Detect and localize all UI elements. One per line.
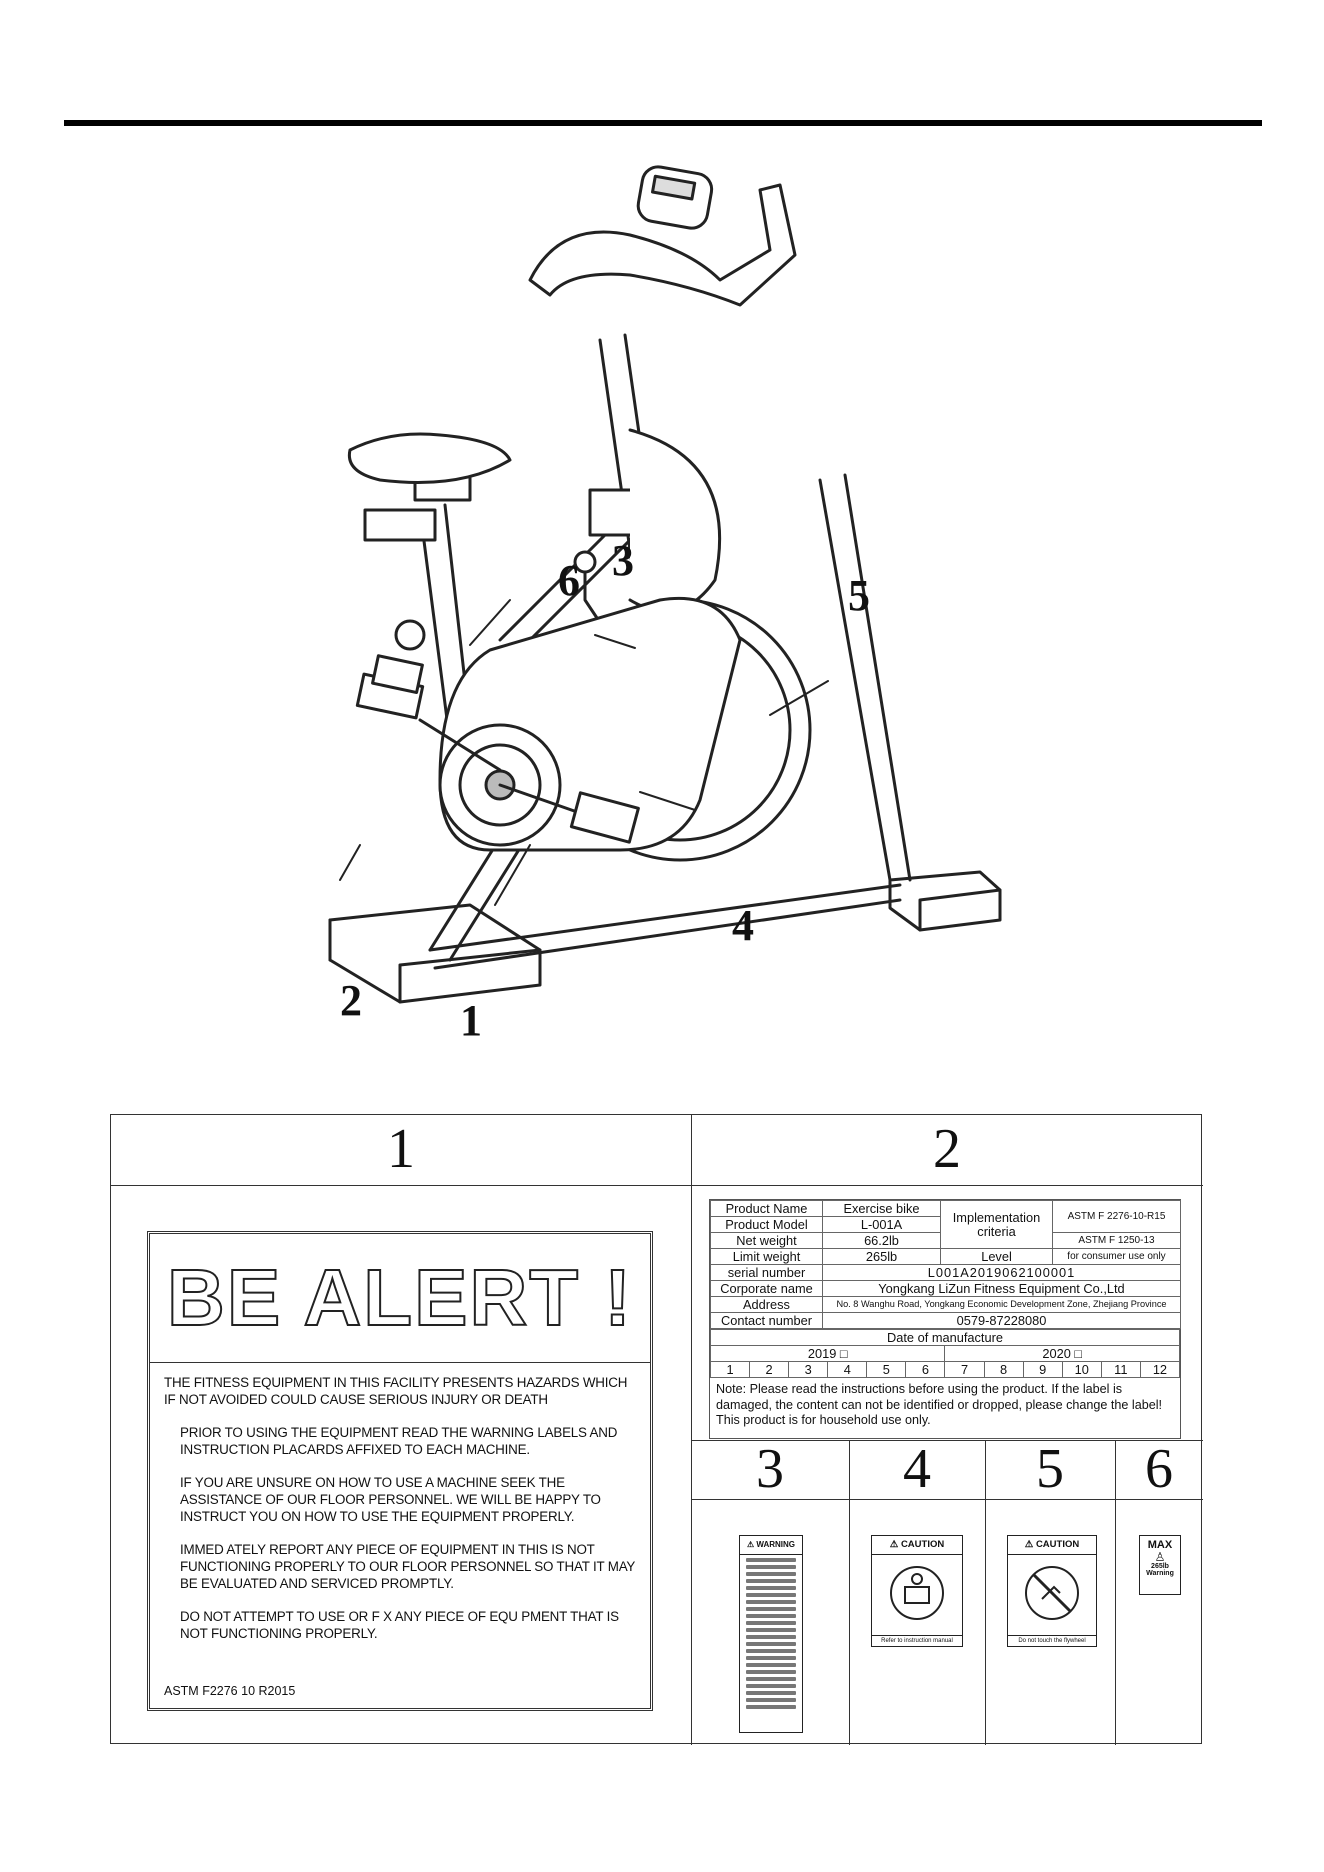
label-header-6: 6	[1145, 1438, 1173, 1500]
label-header-3: 3	[756, 1438, 784, 1500]
month-cell: 1	[709, 1361, 751, 1378]
month-cell: 9	[1022, 1361, 1063, 1378]
month-cell: 6	[905, 1361, 946, 1378]
warning-triangle-icon: ⚠	[746, 1540, 755, 1549]
corp-label: Corporate name	[710, 1280, 823, 1297]
product-model-label: Product Model	[710, 1216, 823, 1233]
caution-title-5: CAUTION	[1035, 1539, 1080, 1550]
callout-3: 3	[612, 536, 634, 585]
spec-label-cell: Product Name Exercise bike Implementatio…	[691, 1185, 1203, 1440]
callout-4: 4	[732, 901, 754, 950]
callout-1: 1	[460, 996, 482, 1045]
net-weight-value: 66.2lb	[822, 1232, 941, 1249]
month-cell: 10	[1061, 1361, 1102, 1378]
callout-2: 2	[340, 976, 362, 1025]
caution-triangle-icon: ⚠	[889, 1539, 899, 1550]
serial-value: L001A2019062100001	[822, 1264, 1181, 1281]
month-cell: 3	[788, 1361, 829, 1378]
alert-paragraph-4: DO NOT ATTEMPT TO USE OR F X ANY PIECE O…	[180, 1609, 619, 1641]
caution-manual-label: ⚠ CAUTION Refer to instruction manual	[871, 1535, 963, 1647]
astm-1: ASTM F 2276-10-R15	[1052, 1200, 1181, 1233]
year-2019: 2019 □	[709, 1345, 946, 1362]
limit-weight-label: Limit weight	[710, 1248, 823, 1265]
month-cell: 4	[827, 1361, 868, 1378]
month-cell: 5	[866, 1361, 907, 1378]
max-title: MAX	[1147, 1539, 1173, 1551]
label-header-4: 4	[903, 1438, 931, 1500]
label-header-1: 1	[387, 1118, 415, 1180]
year-2020: 2020 □	[944, 1345, 1180, 1362]
label-header-5: 5	[1036, 1438, 1064, 1500]
product-model-value: L-001A	[822, 1216, 941, 1233]
labels-sheet: 1 2 3 4 5 6 BE ALERT ! THE FITNESS EQUIP…	[110, 1114, 1203, 1745]
contact-label: Contact number	[710, 1312, 823, 1329]
label-header-2: 2	[933, 1118, 961, 1180]
limit-weight-value: 265lb	[822, 1248, 941, 1265]
warning-title: WARNING	[756, 1540, 796, 1549]
spec-note: Note: Please read the instructions befor…	[716, 1382, 1163, 1427]
product-name-label: Product Name	[710, 1200, 823, 1217]
max-weight: 265lb	[1151, 1563, 1169, 1570]
address-value: No. 8 Wanghu Road, Yongkang Economic Dev…	[822, 1296, 1181, 1313]
alert-title: BE ALERT !	[150, 1234, 650, 1363]
caution-title-4: CAUTION	[900, 1539, 945, 1550]
max-weight-label: MAX ♙ 265lb Warning	[1139, 1535, 1181, 1595]
person-icon: ♙	[1154, 1550, 1166, 1564]
month-cell: 8	[983, 1361, 1024, 1378]
read-manual-icon	[890, 1566, 944, 1620]
max-warning: Warning	[1146, 1570, 1174, 1577]
exercise-bike-illustration	[300, 160, 1020, 1060]
month-cell: 11	[1100, 1361, 1141, 1378]
be-alert-label: BE ALERT ! THE FITNESS EQUIPMENT IN THIS…	[147, 1231, 653, 1711]
alert-footer: ASTM F2276 10 R2015	[164, 1684, 296, 1698]
net-weight-label: Net weight	[710, 1232, 823, 1249]
contact-value: 0579-87228080	[822, 1312, 1181, 1329]
alert-paragraph-2: IF YOU ARE UNSURE ON HOW TO USE A MACHIN…	[180, 1475, 601, 1524]
alert-paragraph-1: PRIOR TO USING THE EQUIPMENT READ THE WA…	[180, 1425, 618, 1457]
corp-value: Yongkang LiZun Fitness Equipment Co.,Ltd	[822, 1280, 1181, 1297]
alert-body: THE FITNESS EQUIPMENT IN THIS FACILITY P…	[164, 1374, 642, 1658]
warning-text-lines	[740, 1558, 802, 1709]
top-rule	[64, 120, 1262, 126]
alert-intro: THE FITNESS EQUIPMENT IN THIS FACILITY P…	[164, 1375, 628, 1407]
warning-label: ⚠ WARNING	[739, 1535, 803, 1733]
level-value: for consumer use only	[1052, 1248, 1181, 1265]
level-label: Level	[940, 1248, 1053, 1265]
month-cell: 2	[749, 1361, 790, 1378]
address-label: Address	[710, 1296, 823, 1313]
callout-5: 5	[848, 571, 870, 620]
caution-triangle-icon: ⚠	[1024, 1539, 1034, 1550]
serial-label: serial number	[710, 1264, 823, 1281]
caution-flywheel-label: ⚠ CAUTION Do not touch the flywheel	[1007, 1535, 1097, 1647]
product-name-value: Exercise bike	[822, 1200, 941, 1217]
date-of-manufacture-label: Date of manufacture	[710, 1329, 1180, 1346]
caution-5-footer: Do not touch the flywheel	[1008, 1635, 1096, 1646]
spec-label: Product Name Exercise bike Implementatio…	[709, 1199, 1181, 1439]
callout-6: 6	[558, 556, 580, 605]
alert-paragraph-3: IMMED ATELY REPORT ANY PIECE OF EQUIPMEN…	[180, 1542, 635, 1591]
implementation-label: Implementation criteria	[940, 1200, 1053, 1249]
astm-2: ASTM F 1250-13	[1052, 1232, 1181, 1249]
month-cell: 12	[1139, 1361, 1181, 1378]
no-touch-flywheel-icon	[1025, 1566, 1079, 1620]
caution-4-footer: Refer to instruction manual	[872, 1635, 962, 1646]
month-cell: 7	[944, 1361, 985, 1378]
